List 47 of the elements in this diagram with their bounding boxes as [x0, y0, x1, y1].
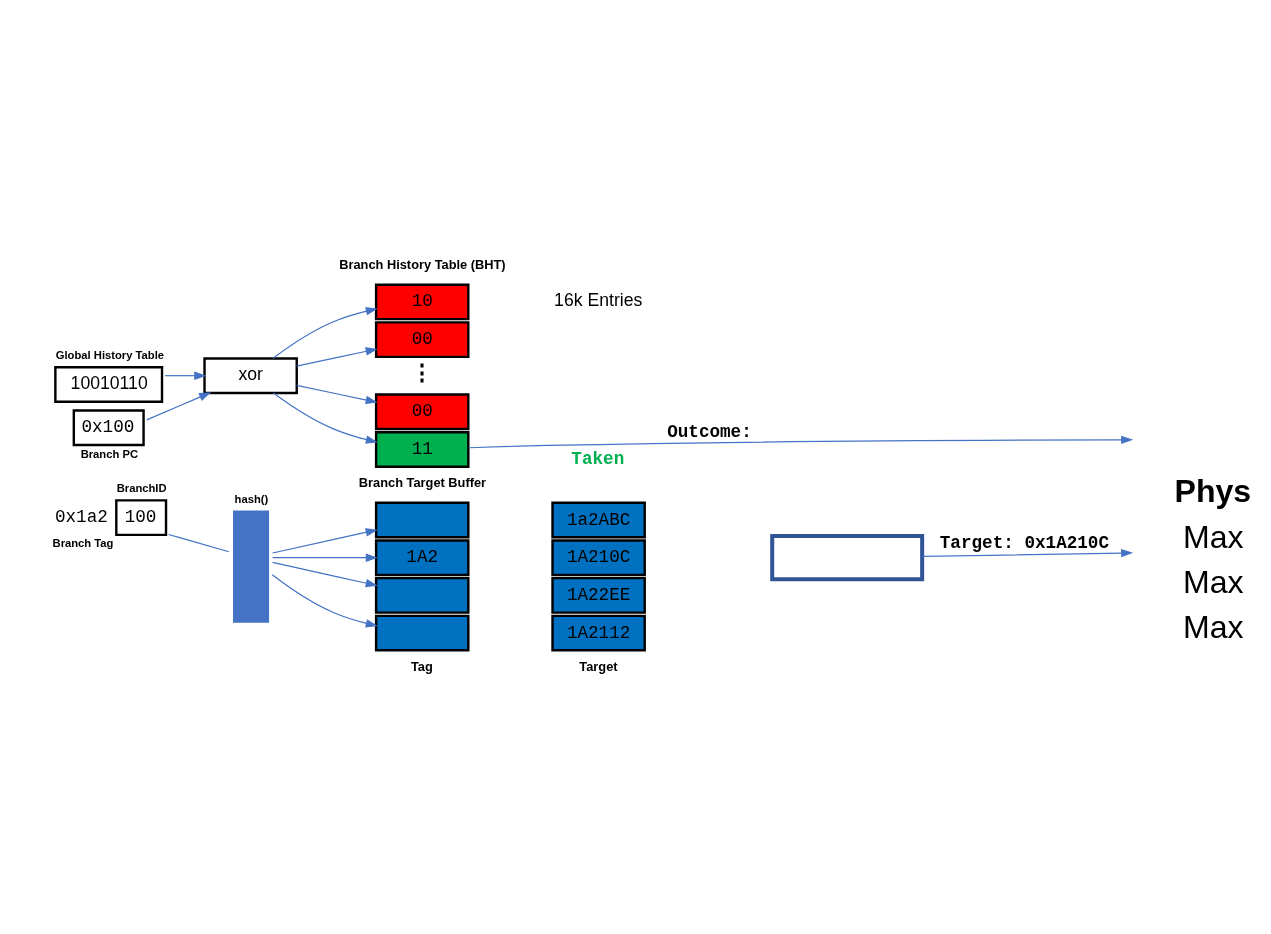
label: ⋮	[410, 359, 433, 385]
arrow	[272, 553, 378, 562]
label: Max	[1182, 563, 1244, 600]
arrow	[272, 561, 378, 587]
arrow	[296, 384, 378, 404]
arrow	[921, 548, 1134, 557]
node-box: 11	[374, 430, 470, 468]
label: Branch History Table (BHT)	[339, 256, 506, 272]
arrow	[164, 370, 207, 380]
node-label: hash()	[234, 492, 269, 505]
node-box: 00	[374, 320, 470, 358]
label: Tag	[410, 658, 433, 674]
node-box: 1A2112	[551, 614, 646, 652]
node-label: Global History Table	[55, 348, 165, 361]
node-box	[374, 501, 470, 538]
node-box	[374, 576, 470, 614]
node-box: 00	[374, 392, 470, 430]
node-box	[770, 533, 925, 581]
node-label: 0x1a2	[54, 506, 108, 527]
edge-label: Outcome:	[667, 421, 752, 442]
node-box: 1A210C	[551, 538, 646, 576]
node-label: Branch PC	[80, 447, 138, 460]
edge-label: Target: 0x1A210C	[939, 532, 1110, 553]
label: Taken	[571, 448, 625, 469]
arrow	[272, 306, 378, 359]
label: Phys	[1174, 472, 1252, 509]
arrow	[272, 527, 378, 554]
arrow	[146, 391, 212, 420]
label: Max	[1182, 518, 1244, 555]
node-box: 1a2ABC	[551, 501, 646, 538]
arrow	[468, 435, 1134, 448]
node-box: 1A22EE	[551, 576, 646, 614]
node-box	[374, 614, 470, 652]
node-box: xor	[203, 356, 298, 394]
label: Max	[1182, 608, 1244, 645]
label: Target	[579, 658, 618, 674]
arrow	[272, 391, 378, 444]
node-box	[233, 509, 270, 623]
node-label: BranchID	[116, 481, 167, 494]
arrow	[271, 573, 378, 627]
connector	[168, 533, 230, 552]
node-box: 1A2	[374, 538, 470, 576]
node-label: Branch Tag	[52, 536, 114, 549]
node-box: 10	[374, 282, 470, 320]
label: 16k Entries	[554, 289, 643, 310]
label: Branch Target Buffer	[358, 474, 487, 490]
arrow	[296, 346, 378, 367]
